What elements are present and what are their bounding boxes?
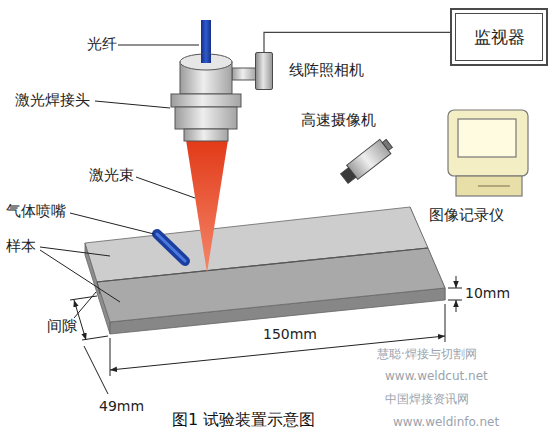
sample-label: 样本 bbox=[5, 238, 37, 255]
optical-fiber bbox=[201, 20, 211, 64]
nozzle-label: 气体喷嘴 bbox=[5, 203, 67, 220]
sample-plates bbox=[85, 207, 445, 334]
monitor-box: 监视器 bbox=[450, 8, 548, 66]
camera-label: 线阵照相机 bbox=[288, 61, 365, 80]
recorder-label: 图像记录仪 bbox=[428, 207, 505, 224]
laser-beam bbox=[186, 140, 228, 273]
figure-caption: 图1 试验装置示意图 bbox=[172, 410, 315, 429]
watermark: www.weldinfo.net bbox=[392, 416, 500, 430]
leader-lines bbox=[40, 45, 199, 318]
dimension-label: 150mm bbox=[262, 326, 318, 342]
high-speed-camera bbox=[339, 136, 395, 185]
beam-label: 激光束 bbox=[88, 167, 135, 184]
gap-label: 间隙 bbox=[46, 318, 78, 335]
camera-label: 高速摄像机 bbox=[300, 112, 377, 129]
watermark: www.weldcut.net bbox=[384, 370, 489, 384]
head-label: 激光焊接头 bbox=[14, 92, 91, 109]
monitor-label: 监视器 bbox=[474, 26, 525, 49]
laser-welding-head bbox=[171, 54, 256, 141]
gas-nozzle bbox=[157, 234, 185, 261]
line-camera: 线阵照相机 bbox=[255, 52, 273, 90]
fiber-label: 光纤 bbox=[86, 36, 118, 53]
watermark: 中国焊接资讯网 bbox=[384, 393, 470, 407]
image-recorder bbox=[448, 110, 528, 196]
watermark: 慧聪·焊接与切割网 bbox=[376, 348, 478, 362]
dimension-label: 49mm bbox=[98, 398, 145, 414]
signal-wire bbox=[264, 32, 450, 52]
dimension-label: 10mm bbox=[464, 285, 511, 301]
